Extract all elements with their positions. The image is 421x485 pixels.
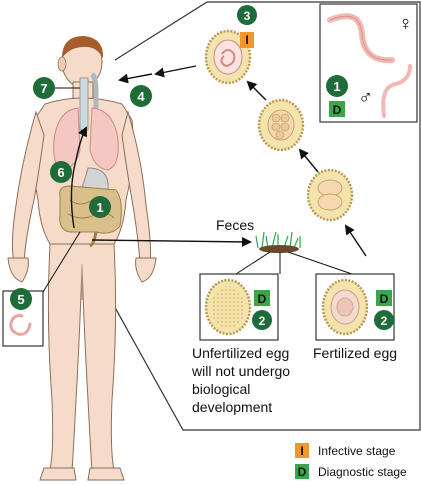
step-1-marker-body: 1 [89, 196, 111, 218]
step-4-marker: 4 [130, 85, 152, 107]
development-arrows [91, 65, 367, 257]
right-lung [89, 107, 119, 171]
unfertilized-egg-box: D 2 [199, 273, 279, 341]
male-symbol: ♂ [358, 87, 373, 109]
unfertilized-caption: Unfertilized egg will not undergo biolog… [191, 345, 290, 415]
svg-text:2: 2 [381, 314, 388, 328]
larva-box: 5 [2, 288, 44, 347]
larva-icon [9, 314, 32, 336]
svg-text:development: development [192, 399, 272, 415]
legend-infective-label: Infective stage [318, 444, 396, 458]
fertilized-caption: Fertilized egg [313, 345, 397, 361]
svg-text:1: 1 [333, 79, 340, 94]
step-6-marker: 6 [50, 161, 72, 183]
step-3-marker: 3 [237, 5, 257, 25]
svg-text:3: 3 [244, 9, 251, 23]
fertilized-egg-box: D 2 [315, 273, 395, 341]
feces-label: Feces [216, 217, 254, 233]
multicell-egg [257, 98, 305, 152]
svg-text:will not undergo: will not undergo [191, 363, 290, 379]
svg-text:5: 5 [17, 292, 24, 307]
svg-text:I: I [300, 444, 303, 458]
svg-text:D: D [298, 465, 307, 479]
infective-badge-egg: I [240, 32, 254, 48]
legend-infective-swatch [295, 443, 309, 458]
legend: I Infective stage D Diagnostic stage [295, 443, 407, 479]
larval-migration-arrow [70, 126, 87, 229]
callout-outline [71, 1, 421, 431]
feces-icon [255, 231, 301, 253]
larva-pointer [42, 231, 81, 293]
svg-text:D: D [333, 103, 342, 117]
svg-text:D: D [258, 292, 267, 306]
adult-worms-box: ♀ ♂ 1 D [319, 3, 418, 123]
svg-text:Unfertilized egg: Unfertilized egg [192, 345, 289, 361]
legend-diagnostic-label: Diagnostic stage [318, 465, 407, 479]
svg-text:I: I [245, 33, 248, 47]
embryonated-egg [204, 29, 252, 85]
respiratory-and-digestive-organs [53, 72, 122, 248]
two-cell-egg [306, 168, 354, 222]
legend-diagnostic-swatch [295, 464, 309, 479]
male-worm-icon [381, 64, 412, 118]
svg-text:6: 6 [57, 165, 64, 180]
svg-text:D: D [380, 292, 389, 306]
svg-text:4: 4 [137, 89, 145, 104]
feces-to-eggs-lines [235, 251, 353, 275]
svg-text:7: 7 [40, 81, 47, 96]
svg-text:1: 1 [96, 200, 103, 215]
svg-text:biological: biological [192, 381, 250, 397]
female-symbol: ♀ [398, 13, 413, 35]
step-7-marker: 7 [33, 77, 55, 99]
svg-text:2: 2 [259, 314, 266, 328]
